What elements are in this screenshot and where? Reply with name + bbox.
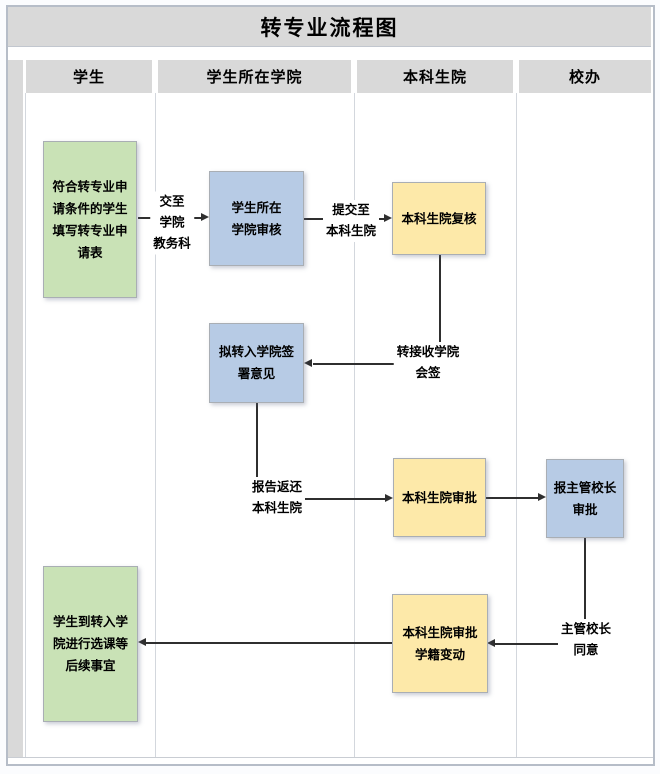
node-ug-school-recheck: 本科生院复核 (392, 182, 486, 255)
lane-bottom-border (8, 757, 653, 758)
node-student-application: 符合转专业申 请条件的学生 填写转专业申 请表 (43, 141, 137, 298)
connector-recheck-to-sign (313, 363, 440, 365)
connector-approve-to-vp (486, 497, 538, 499)
node-label: 本科生院审批 (401, 490, 477, 505)
lane-divider (25, 93, 26, 757)
node-label: 学生所在 学院审核 (231, 200, 282, 237)
node-college-review: 学生所在 学院审核 (209, 171, 304, 266)
page-title: 转专业流程图 (260, 16, 399, 40)
edge-label-to-college-office: 交至 学院 教务科 (150, 191, 194, 255)
lane-divider (516, 93, 517, 757)
edge-label-vp-agree: 主管校长 同意 (557, 619, 615, 661)
node-vp-approval: 报主管校长 审批 (546, 459, 624, 538)
arrowhead-left-icon (487, 639, 495, 647)
lane-header-source-college: 学生所在学院 (158, 60, 351, 93)
connector-sign-down (256, 403, 258, 499)
title-bar: 转专业流程图 (8, 7, 651, 47)
node-label: 本科生院审批 学籍变动 (402, 625, 478, 662)
connector-sign-to-approve (256, 498, 386, 500)
node-target-college-sign: 拟转入学院签 署意见 (209, 323, 304, 403)
lane-header-school-office: 校办 (519, 60, 651, 93)
node-ug-school-approval: 本科生院审批 (393, 458, 486, 537)
connector-vp-to-status (495, 643, 585, 645)
lane-divider (155, 93, 156, 757)
node-label: 本科生院复核 (401, 211, 477, 226)
node-label: 拟转入学院签 署意见 (218, 345, 294, 381)
node-student-followup: 学生到转入学 院进行选课等 后续事宜 (43, 566, 138, 722)
node-label: 学生到转入学 院进行选课等 后续事宜 (52, 615, 128, 673)
connector-vp-down (584, 538, 586, 644)
arrowhead-right-icon (538, 493, 546, 501)
node-label: 符合转专业申 请条件的学生 填写转专业申 请表 (52, 179, 128, 260)
edge-label-report-back: 报告返还 本科生院 (248, 477, 306, 519)
connector-status-to-followup (146, 642, 392, 644)
arrowhead-right-icon (384, 214, 392, 222)
edge-label-target-college-countersign: 转接收学院 会签 (393, 342, 463, 384)
lane-header-student: 学生 (26, 60, 152, 93)
phase-strip (8, 60, 23, 757)
arrowhead-right-icon (385, 494, 393, 502)
arrowhead-right-icon (201, 213, 209, 221)
node-status-change-approval: 本科生院审批 学籍变动 (392, 594, 488, 693)
edge-label-submit-to-ug-school: 提交至 本科生院 (322, 200, 380, 242)
connector-recheck-down (439, 255, 441, 364)
arrowhead-left-icon (138, 638, 146, 646)
arrowhead-left-icon (304, 359, 312, 367)
lane-header-undergraduate-school: 本科生院 (357, 60, 513, 93)
node-label: 报主管校长 审批 (553, 480, 617, 517)
lane-divider (354, 93, 355, 757)
